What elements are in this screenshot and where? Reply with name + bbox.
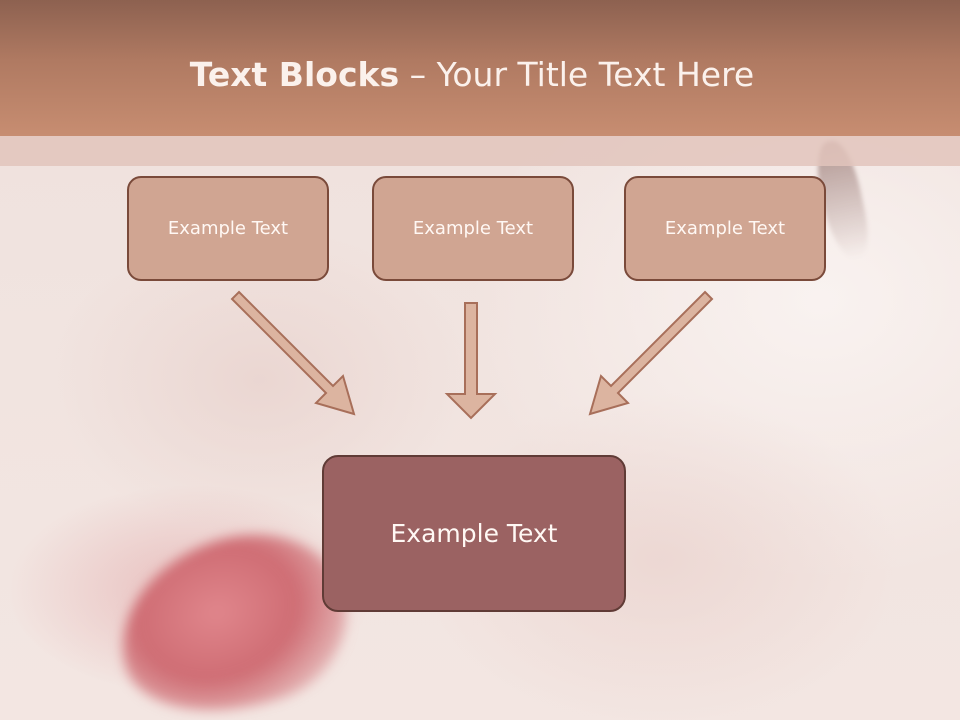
result-block-label: Example Text [390,519,558,548]
arrow-left [230,290,356,416]
title-regular: Your Title Text Here [436,55,755,94]
text-block-1[interactable]: Example Text [127,176,329,281]
text-block-2-label: Example Text [412,218,534,239]
arrow-center [444,302,498,420]
arrow-right [588,290,714,416]
title-bold: Text Blocks [189,55,400,94]
text-block-3[interactable]: Example Text [624,176,826,281]
text-block-2[interactable]: Example Text [372,176,574,281]
slide-title: Text Blocks – Your Title Text Here [0,52,944,98]
text-block-1-label: Example Text [167,218,289,239]
title-bar [0,0,960,136]
title-band [0,136,960,166]
title-separator: – [399,55,437,94]
text-block-3-label: Example Text [664,218,786,239]
result-block[interactable]: Example Text [322,455,626,612]
